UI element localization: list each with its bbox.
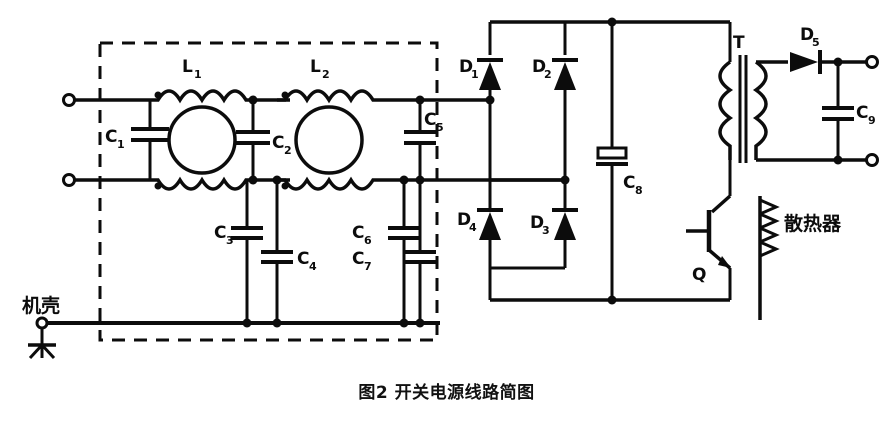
inductor-l1-winding-top xyxy=(150,89,253,104)
earth-symbol-hatch-right xyxy=(40,343,56,360)
inductor-l1-winding-bottom xyxy=(150,176,253,191)
inductor-l2-winding-bottom xyxy=(277,176,380,191)
chassis-label: 机壳 xyxy=(22,294,60,317)
cap-c1-label: C xyxy=(105,127,117,147)
input-terminal-line xyxy=(62,93,76,107)
cap-c9-label-sub: 9 xyxy=(868,114,876,127)
transformer-t-label: T xyxy=(733,33,745,53)
diode-d1-label: D xyxy=(459,57,473,77)
transistor-q-label: Q xyxy=(692,265,706,285)
diode-d5-label-sub: 5 xyxy=(812,36,820,49)
junction-c5-top xyxy=(415,95,425,105)
cap-c5-label: C xyxy=(424,110,436,130)
cap-c1-label-sub: 1 xyxy=(117,138,125,151)
inductor-l1-label-sub: 1 xyxy=(194,68,202,81)
junction-chassis-c3 xyxy=(242,318,252,328)
junction-chassis-c7 xyxy=(415,318,425,328)
inductor-l2-core xyxy=(294,105,364,175)
inductor-l1-core xyxy=(167,105,237,175)
diode-d1-label-sub: 1 xyxy=(471,68,479,81)
diode-d2-label: D xyxy=(532,57,546,77)
cap-c7-label-sub: 7 xyxy=(364,260,372,273)
inductor-l2-winding-top xyxy=(277,89,380,104)
junction-c8-bottom xyxy=(607,295,617,305)
inductor-l2-label-sub: 2 xyxy=(322,68,330,81)
cap-c2-label-sub: 2 xyxy=(284,144,292,157)
diode-d5-label: D xyxy=(800,25,814,45)
cap-c4-label-sub: 4 xyxy=(309,260,317,273)
emi-filter-dashed-enclosure xyxy=(98,41,439,342)
chassis-terminal xyxy=(35,316,49,330)
transformer-primary-winding xyxy=(718,60,734,160)
inductor-l2-dot-top xyxy=(281,91,289,99)
heatsink-fins xyxy=(759,198,780,258)
input-terminal-neutral xyxy=(62,173,76,187)
cap-c6-label-sub: 6 xyxy=(364,234,372,247)
cap-c8-label: C xyxy=(623,173,635,193)
junction-chassis-c4 xyxy=(272,318,282,328)
junction-c9-top xyxy=(833,57,843,67)
transistor-emitter-arrow xyxy=(718,256,731,268)
inductor-l1-dot-bottom xyxy=(154,182,162,190)
inductor-l1-dot-top xyxy=(154,91,162,99)
diode-d4-label-sub: 4 xyxy=(469,221,477,234)
cap-c2-label: C xyxy=(272,133,284,153)
cap-c7-label: C xyxy=(352,249,364,269)
cap-c9-label: C xyxy=(856,103,868,123)
cap-c4-label: C xyxy=(297,249,309,269)
diode-d3-body xyxy=(554,212,576,240)
cap-c8-plate-positive xyxy=(596,146,628,160)
transformer-secondary-winding xyxy=(752,60,768,160)
diode-d2-body xyxy=(554,62,576,90)
junction-c8-top xyxy=(607,17,617,27)
diode-d1-body xyxy=(479,62,501,90)
diode-d3-label-sub: 3 xyxy=(542,224,550,237)
diode-d4-label: D xyxy=(457,210,471,230)
diode-d4-body xyxy=(479,212,501,240)
output-terminal-positive xyxy=(865,55,879,69)
cap-c3-label: C xyxy=(214,223,226,243)
output-terminal-negative xyxy=(865,153,879,167)
cap-c3-label-sub: 3 xyxy=(226,234,234,247)
heatsink-label: 散热器 xyxy=(784,212,842,235)
diode-d2-label-sub: 2 xyxy=(544,68,552,81)
cap-c5-label-sub: 5 xyxy=(436,121,444,134)
inductor-l2-dot-bottom xyxy=(281,182,289,190)
junction-c6-top xyxy=(399,175,409,185)
cap-c6-label: C xyxy=(352,223,364,243)
diode-d5-body xyxy=(790,52,818,72)
cap-c8-label-sub: 8 xyxy=(635,184,643,197)
earth-symbol-hatch-left xyxy=(28,343,44,360)
diode-d3-label: D xyxy=(530,213,544,233)
inductor-l2-label: L xyxy=(310,57,321,77)
transistor-collector-lead xyxy=(710,194,732,214)
figure-caption: 图2 开关电源线路简图 xyxy=(358,383,535,403)
junction-chassis-c6 xyxy=(399,318,409,328)
inductor-l1-label: L xyxy=(182,57,193,77)
